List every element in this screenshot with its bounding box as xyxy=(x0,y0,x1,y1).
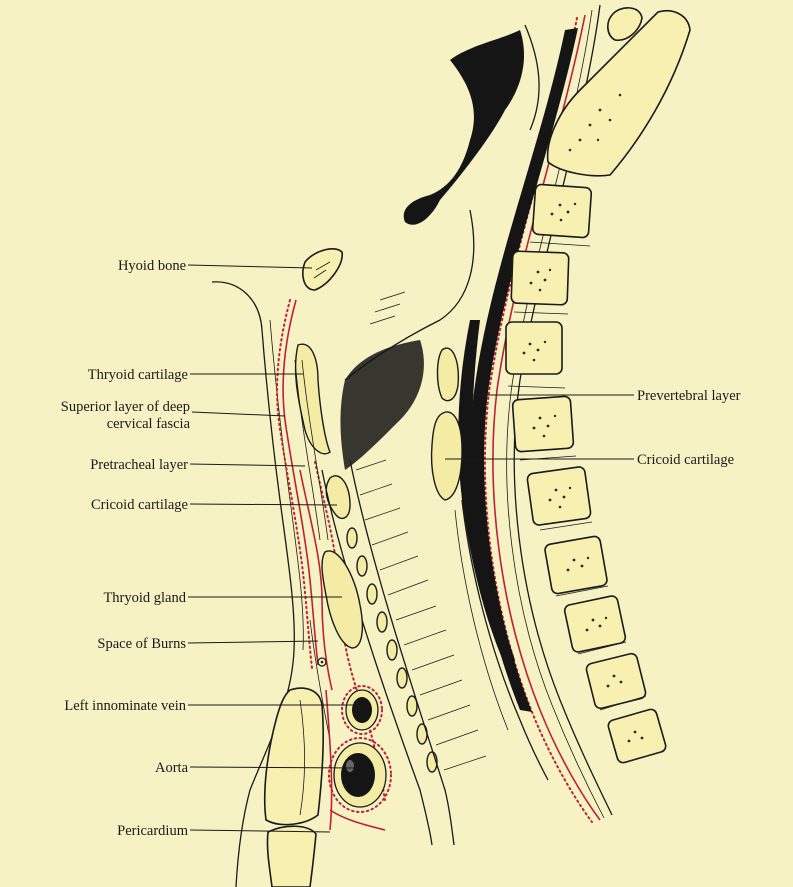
label-cricoid-cartilage-left: Cricoid cartilage xyxy=(91,497,188,513)
vertebral-body-c6 xyxy=(512,396,573,452)
vertebral-body-c7 xyxy=(527,466,592,526)
leader-hyoid-bone xyxy=(188,265,312,268)
label-superior-layer-line1: Superior layer of deep xyxy=(61,399,190,415)
label-hyoid-bone: Hyoid bone xyxy=(118,258,186,274)
leader-superior-layer xyxy=(192,412,285,416)
left-innominate-vein xyxy=(342,686,382,734)
label-pretracheal-layer: Pretracheal layer xyxy=(90,457,188,473)
leader-pretracheal-layer xyxy=(190,464,305,466)
vertebral-body-c4 xyxy=(511,251,569,305)
aorta xyxy=(329,738,391,812)
label-left-innominate-vein: Left innominate vein xyxy=(64,698,186,714)
pericardium-line xyxy=(330,810,385,830)
label-thyroid-gland: Thryoid gland xyxy=(103,590,186,606)
vertebral-body-t1 xyxy=(544,536,608,595)
hyoid-bone xyxy=(303,249,342,290)
label-space-of-burns: Space of Burns xyxy=(97,636,186,652)
label-prevertebral-layer: Prevertebral layer xyxy=(637,388,741,404)
label-superior-layer-line2: cervical fascia xyxy=(107,416,191,432)
thyroid-cartilage xyxy=(296,344,330,454)
label-cricoid-cartilage-right: Cricoid cartilage xyxy=(637,452,734,468)
leader-aorta xyxy=(190,767,358,768)
vertebral-body-t3 xyxy=(585,652,647,709)
tracheal-rings xyxy=(347,528,437,772)
leader-space-of-burns xyxy=(188,641,318,643)
label-pericardium: Pericardium xyxy=(117,823,189,839)
vertebral-body-c5 xyxy=(506,322,562,374)
vertebral-body-t4 xyxy=(607,708,667,764)
cricoid-cartilage-posterior xyxy=(432,412,462,500)
label-thyroid-cartilage: Thryoid cartilage xyxy=(88,367,188,383)
label-aorta: Aorta xyxy=(155,760,189,776)
sternum-manubrium xyxy=(265,688,323,824)
vertebral-body-c3 xyxy=(532,184,591,238)
cricoid-cartilage-anterior xyxy=(326,476,350,519)
sternum-body xyxy=(267,826,316,887)
